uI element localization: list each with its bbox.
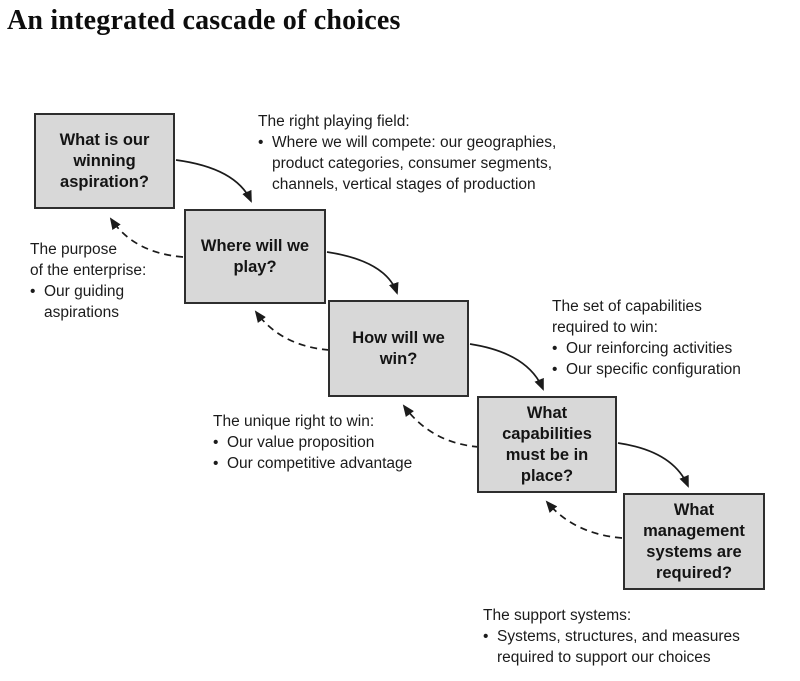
bullet-icon: •	[213, 434, 219, 451]
annotation-bullet: • Systems, structures, and measures requ…	[483, 626, 793, 668]
bullet-text: Our value proposition	[227, 434, 375, 451]
annotation-heading: The unique right to win:	[213, 413, 375, 430]
bullet-icon: •	[552, 361, 558, 378]
annotation-heading: The set of capabilities required to win:	[552, 298, 702, 336]
annotation-bullet: • Our competitive advantage	[213, 453, 468, 474]
bullet-icon: •	[552, 340, 558, 357]
box-where-to-play: Where will we play?	[184, 209, 326, 304]
box-capabilities: What capabilities must be in place?	[477, 396, 617, 493]
annotation-capabilities-required: The set of capabilities required to win:…	[552, 296, 798, 380]
bullet-text: Our reinforcing activities	[566, 340, 733, 357]
annotation-bullet: • Our specific configuration	[552, 359, 798, 380]
bullet-icon: •	[258, 134, 264, 151]
bullet-text: Our specific configuration	[566, 361, 741, 378]
feedback-arrow-1	[109, 217, 184, 258]
box-label: What is our winning aspiration?	[59, 130, 150, 191]
box-management-systems: What management systems are required?	[623, 493, 765, 590]
feedback-arrow-4	[545, 500, 623, 539]
bullet-text: Systems, structures, and measures requir…	[497, 628, 740, 666]
box-winning-aspiration: What is our winning aspiration?	[34, 113, 175, 209]
annotation-bullet: • Our reinforcing activities	[552, 338, 798, 359]
bullet-icon: •	[30, 283, 36, 300]
box-label: Where will we play?	[200, 236, 310, 276]
annotation-purpose-of-enterprise: The purpose of the enterprise: • Our gui…	[30, 239, 215, 323]
annotation-heading: The support systems:	[483, 607, 632, 624]
bullet-text: Our competitive advantage	[227, 455, 413, 472]
bullet-icon: •	[213, 455, 219, 472]
annotation-unique-right-to-win: The unique right to win: • Our value pro…	[213, 411, 468, 474]
annotation-bullet: • Our value proposition	[213, 432, 468, 453]
annotation-heading: The purpose of the enterprise:	[30, 241, 147, 279]
flow-arrow-2	[326, 251, 399, 295]
box-how-to-win: How will we win?	[328, 300, 469, 397]
flow-arrow-3	[469, 343, 544, 391]
annotation-right-playing-field: The right playing field: • Where we will…	[258, 111, 660, 195]
annotation-bullet: • Our guiding aspirations	[30, 281, 215, 323]
page-title: An integrated cascade of choices	[7, 5, 401, 36]
feedback-arrow-2	[254, 310, 330, 351]
bullet-text: Our guiding aspirations	[44, 283, 125, 321]
bullet-icon: •	[483, 628, 489, 645]
bullet-text: Where we will compete: our geographies, …	[272, 134, 557, 193]
annotation-heading: The right playing field:	[258, 113, 410, 130]
flow-arrow-1	[175, 159, 252, 203]
flow-arrow-4	[617, 442, 689, 488]
box-label: What management systems are required?	[643, 500, 745, 582]
box-label: What capabilities must be in place?	[502, 403, 592, 485]
box-label: How will we win?	[352, 328, 445, 368]
annotation-bullet: • Where we will compete: our geographies…	[258, 132, 660, 195]
annotation-support-systems: The support systems: • Systems, structur…	[483, 605, 793, 668]
